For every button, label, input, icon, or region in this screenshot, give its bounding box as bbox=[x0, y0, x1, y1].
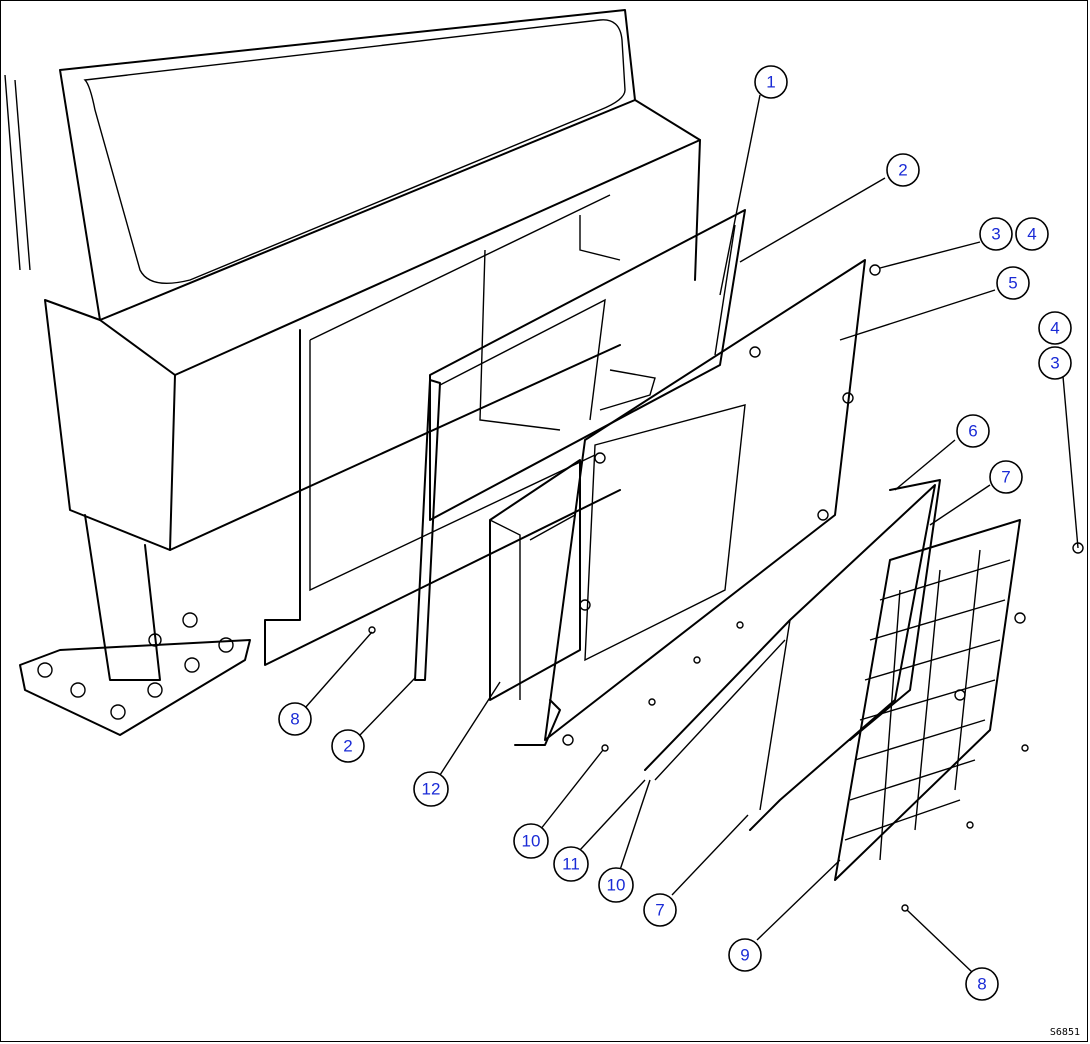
svg-text:6: 6 bbox=[968, 422, 977, 441]
drawing-code: S6851 bbox=[1049, 1027, 1080, 1038]
part-2-seal bbox=[414, 379, 441, 681]
svg-text:2: 2 bbox=[898, 161, 907, 180]
svg-text:10: 10 bbox=[607, 876, 626, 895]
part-1-gasket bbox=[429, 209, 746, 521]
svg-text:4: 4 bbox=[1050, 319, 1059, 338]
cab-structure bbox=[4, 9, 701, 736]
callout-1: 1 bbox=[754, 65, 788, 99]
part-9-grille bbox=[834, 519, 1021, 881]
callout-3: 3 bbox=[979, 217, 1013, 251]
leader-lines bbox=[304, 94, 996, 973]
callout-9: 9 bbox=[728, 938, 762, 972]
callout-4: 4 bbox=[1038, 311, 1072, 345]
svg-text:3: 3 bbox=[991, 225, 1000, 244]
svg-text:7: 7 bbox=[1001, 468, 1010, 487]
part-5-panel bbox=[514, 259, 866, 746]
part-12-box bbox=[489, 459, 581, 701]
callout-12: 12 bbox=[413, 771, 449, 807]
callout-3: 3 bbox=[1038, 346, 1072, 380]
callout-6: 6 bbox=[956, 414, 990, 448]
callout-8: 8 bbox=[965, 967, 999, 1001]
part-6-7-frames bbox=[644, 479, 941, 831]
callout-11: 11 bbox=[553, 846, 589, 882]
callout-2: 2 bbox=[886, 153, 920, 187]
svg-text:7: 7 bbox=[655, 901, 664, 920]
svg-text:4: 4 bbox=[1027, 225, 1036, 244]
callout-10: 10 bbox=[598, 867, 634, 903]
callout-7: 7 bbox=[989, 460, 1023, 494]
svg-text:10: 10 bbox=[522, 832, 541, 851]
svg-text:8: 8 bbox=[290, 710, 299, 729]
svg-text:2: 2 bbox=[343, 737, 352, 756]
callout-2: 2 bbox=[331, 729, 365, 763]
callout-10: 10 bbox=[513, 823, 549, 859]
svg-text:12: 12 bbox=[422, 780, 441, 799]
callout-4: 4 bbox=[1015, 217, 1049, 251]
svg-text:9: 9 bbox=[740, 946, 749, 965]
svg-text:5: 5 bbox=[1008, 274, 1017, 293]
svg-text:3: 3 bbox=[1050, 354, 1059, 373]
fasteners bbox=[368, 264, 1084, 912]
svg-text:8: 8 bbox=[977, 975, 986, 994]
callout-8: 8 bbox=[278, 702, 312, 736]
callout-7: 7 bbox=[643, 893, 677, 927]
svg-text:11: 11 bbox=[562, 855, 580, 874]
callout-5: 5 bbox=[996, 266, 1030, 300]
svg-text:1: 1 bbox=[766, 73, 775, 92]
callouts: 1 2 3 4 5 4 3 6 7 8 2 12 10 11 10 7 9 8 bbox=[278, 65, 1072, 1001]
